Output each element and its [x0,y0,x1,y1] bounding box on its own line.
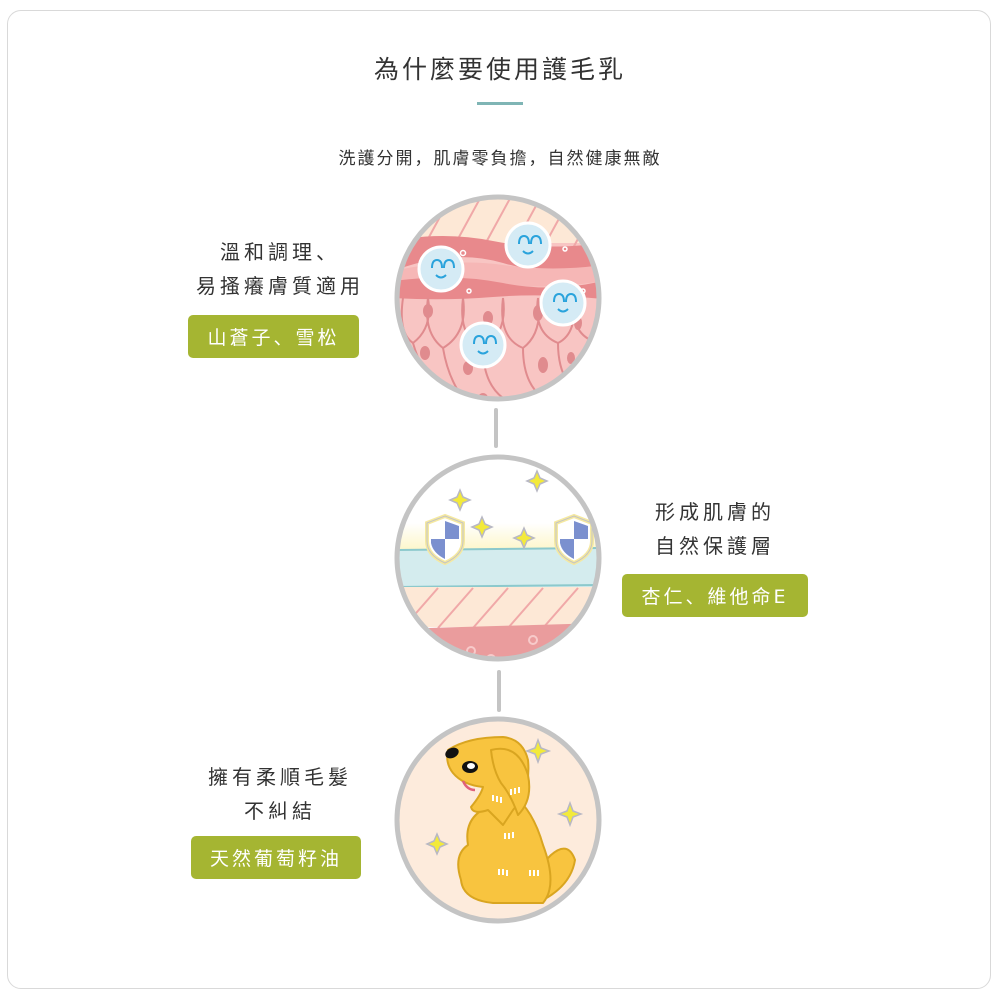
step-2-caption-line1: 形成肌膚的 [655,500,775,524]
step-1-caption-line1: 溫和調理、 [220,240,340,264]
step-3-caption-line1: 擁有柔順毛髮 [208,765,352,789]
step-2-caption: 形成肌膚的 自然保護層 [625,495,805,563]
protective-layer-shields-icon [394,454,602,662]
step-1-caption: 溫和調理、 易搔癢膚質適用 [180,235,380,303]
step-2-ingredient-badge: 杏仁、維他命E [622,574,808,617]
step-2-caption-line2: 自然保護層 [655,534,775,558]
skin-layers-with-smiling-bubbles-icon [394,194,602,402]
connector-1 [494,408,498,448]
page-subtitle: 洗護分開，肌膚零負擔，自然健康無敵 [338,149,662,169]
shiny-golden-dog-icon [394,716,602,924]
step-3-caption: 擁有柔順毛髮 不糾結 [180,760,380,828]
step-3-caption-line2: 不糾結 [244,799,316,823]
step-3-ingredient-badge: 天然葡萄籽油 [191,836,361,879]
step-1-caption-line2: 易搔癢膚質適用 [196,274,364,298]
card-frame [7,10,991,989]
connector-2 [497,670,501,712]
title-divider [477,102,523,105]
page-title: 為什麼要使用護毛乳 [373,55,626,84]
step-1-ingredient-badge: 山蒼子、雪松 [188,315,359,358]
